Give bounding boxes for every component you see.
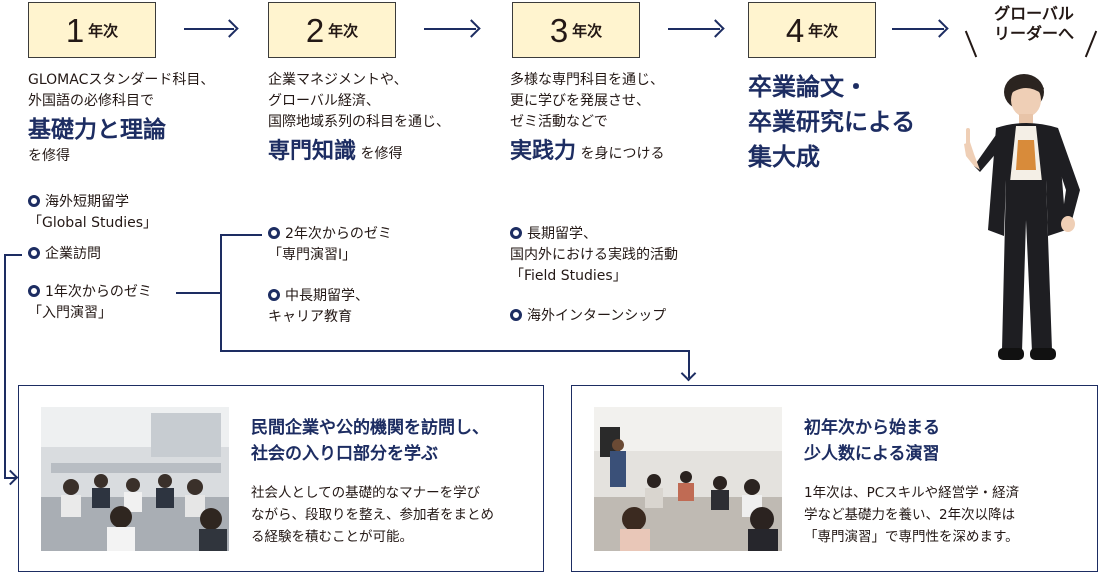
bullet-circle-icon: [268, 289, 280, 301]
year-1-suffix: 年次: [88, 21, 119, 40]
year-1-bullet-1: 海外短期留学 「Global Studies」: [28, 194, 158, 231]
card-2-title-1: 初年次から始まる: [804, 418, 940, 438]
year-1-after: を修得: [28, 148, 70, 164]
connector-line: [220, 350, 690, 352]
bullet-circle-icon: [28, 195, 40, 207]
year-3-highlight: 実践力: [510, 139, 577, 164]
year-4-line-1: 卒業論文・: [748, 73, 868, 101]
bullet-circle-icon: [28, 247, 40, 259]
bullet-circle-icon: [510, 227, 522, 239]
connector-line: [4, 254, 22, 256]
connector-line: [688, 350, 690, 378]
goal-line-1: グローバル: [994, 4, 1074, 23]
year-2-bullet-2: 中長期留学、 キャリア教育: [268, 288, 369, 325]
year-1-line-2: 外国語の必修科目で: [28, 93, 154, 109]
card-1-title-1: 民間企業や公的機関を訪問し、: [251, 418, 489, 438]
year-3-description: 多様な専門科目を通じ、 更に学びを発展させ、 ゼミ活動などで 実践力 を身につけ…: [510, 70, 664, 165]
year-4-suffix: 年次: [808, 21, 839, 40]
year-1-number: 1: [65, 11, 85, 49]
arrow-right-icon: [892, 28, 944, 30]
connector-line: [176, 292, 220, 294]
bullet-circle-icon: [268, 227, 280, 239]
arrow-right-icon: [668, 28, 720, 30]
card-1-text-1: 社会人としての基礎的なマナーを学び: [251, 485, 481, 501]
arrow-down-icon: [680, 365, 697, 382]
connector-line: [220, 234, 222, 352]
card-2-text-1: 1年次は、PCスキルや経営学・経済: [804, 485, 1020, 501]
connector-line: [220, 234, 262, 236]
bullet-circle-icon: [28, 285, 40, 297]
year-2-line-1: 企業マネジメントや、: [268, 72, 408, 88]
connector-line: [4, 477, 16, 479]
company-visit-photo: [41, 407, 229, 551]
goal-line-2: リーダーへ: [993, 24, 1074, 43]
year-3-line-2: 更に学びを発展させ、: [510, 93, 650, 109]
year-4-description: 卒業論文・ 卒業研究による 集大成: [748, 70, 915, 175]
year-1-box: 1 年次: [28, 2, 156, 58]
student-figure: [964, 74, 1080, 360]
year-3-bullet-2: 海外インターンシップ: [510, 306, 666, 327]
year-4-line-2: 卒業研究による: [748, 108, 916, 136]
year-3-line-1: 多様な専門科目を通じ、: [510, 72, 664, 88]
year-1-line-1: GLOMACスタンダード科目、: [28, 72, 215, 88]
year-2-bullet-1: 2年次からのゼミ 「専門演習Ⅰ」: [268, 226, 392, 263]
year-3-number: 3: [549, 11, 569, 49]
year-1-highlight: 基礎力と理論: [28, 117, 166, 143]
year-3-bullet-1: 長期留学、 国内外における実践的活動 「Field Studies」: [510, 226, 678, 284]
card-2-text-3: 「専門演習」で専門性を深めます。: [804, 529, 1019, 545]
card-1-text-2: ながら、段取りを整え、参加者をまとめ: [251, 507, 494, 523]
year-2-description: 企業マネジメントや、 グローバル経済、 国際地域系列の科目を通じ、 専門知識 を…: [268, 70, 450, 165]
year-2-number: 2: [305, 11, 325, 49]
year-2-line-3: 国際地域系列の科目を通じ、: [268, 114, 450, 130]
year-2-highlight: 専門知識: [268, 139, 357, 164]
year-1-bullet-2: 企業訪問: [28, 244, 101, 265]
year-1-description: GLOMACスタンダード科目、 外国語の必修科目で 基礎力と理論 を修得: [28, 70, 214, 167]
year-4-box: 4 年次: [748, 2, 876, 58]
arrow-right-icon: [424, 28, 476, 30]
year-2-line-2: グローバル経済、: [268, 93, 380, 109]
goal-label: グローバル リーダーへ: [968, 4, 1100, 44]
connector-line: [4, 254, 6, 479]
arrow-right-icon: [184, 28, 234, 30]
card-2-title-2: 少人数による演習: [804, 444, 940, 464]
card-1-text-3: る経験を積むことが可能。: [251, 529, 413, 545]
bullet-circle-icon: [510, 309, 522, 321]
seminar-card: 初年次から始まる 少人数による演習 1年次は、PCスキルや経営学・経済 学など基…: [571, 385, 1098, 572]
year-3-suffix: 年次: [572, 21, 603, 40]
year-3-box: 3 年次: [512, 2, 640, 58]
year-3-after: を身につける: [580, 146, 665, 162]
year-1-bullet-3: 1年次からのゼミ 「入門演習」: [28, 284, 152, 321]
year-2-suffix: 年次: [328, 21, 359, 40]
card-1-title-2: 社会の入り口部分を学ぶ: [251, 444, 438, 464]
year-4-number: 4: [785, 11, 805, 49]
company-visit-card: 民間企業や公的機関を訪問し、 社会の入り口部分を学ぶ 社会人としての基礎的なマナ…: [18, 385, 544, 572]
year-2-after: を修得: [360, 146, 403, 162]
year-4-line-3: 集大成: [748, 143, 820, 171]
seminar-photo: [594, 407, 782, 551]
year-3-line-3: ゼミ活動などで: [510, 114, 608, 130]
year-2-box: 2 年次: [268, 2, 396, 58]
card-2-text-2: 学など基礎力を養い、2年次以降は: [804, 507, 1016, 523]
